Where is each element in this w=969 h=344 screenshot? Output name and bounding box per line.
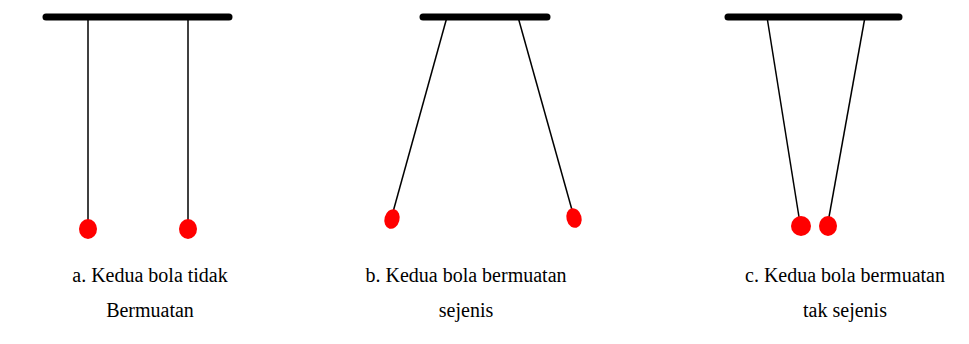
support-bar [728,14,899,21]
ball [79,219,97,239]
string [518,17,572,210]
ball [179,219,197,239]
support-bar [46,14,229,21]
string [767,17,799,217]
panel-caption: c. Kedua bola bermuatan tak sejenis [742,258,948,328]
string [87,17,89,220]
ball [382,207,402,230]
ball [819,216,837,236]
support-bar [423,14,547,21]
panel-caption: a. Kedua bola tidak Bermuatan [69,258,231,328]
string [187,17,189,220]
panel-caption: b. Kedua bola bermuatan sejenis [362,258,570,328]
ball [564,206,584,229]
string [393,17,447,212]
string [829,17,865,217]
ball [791,216,811,236]
